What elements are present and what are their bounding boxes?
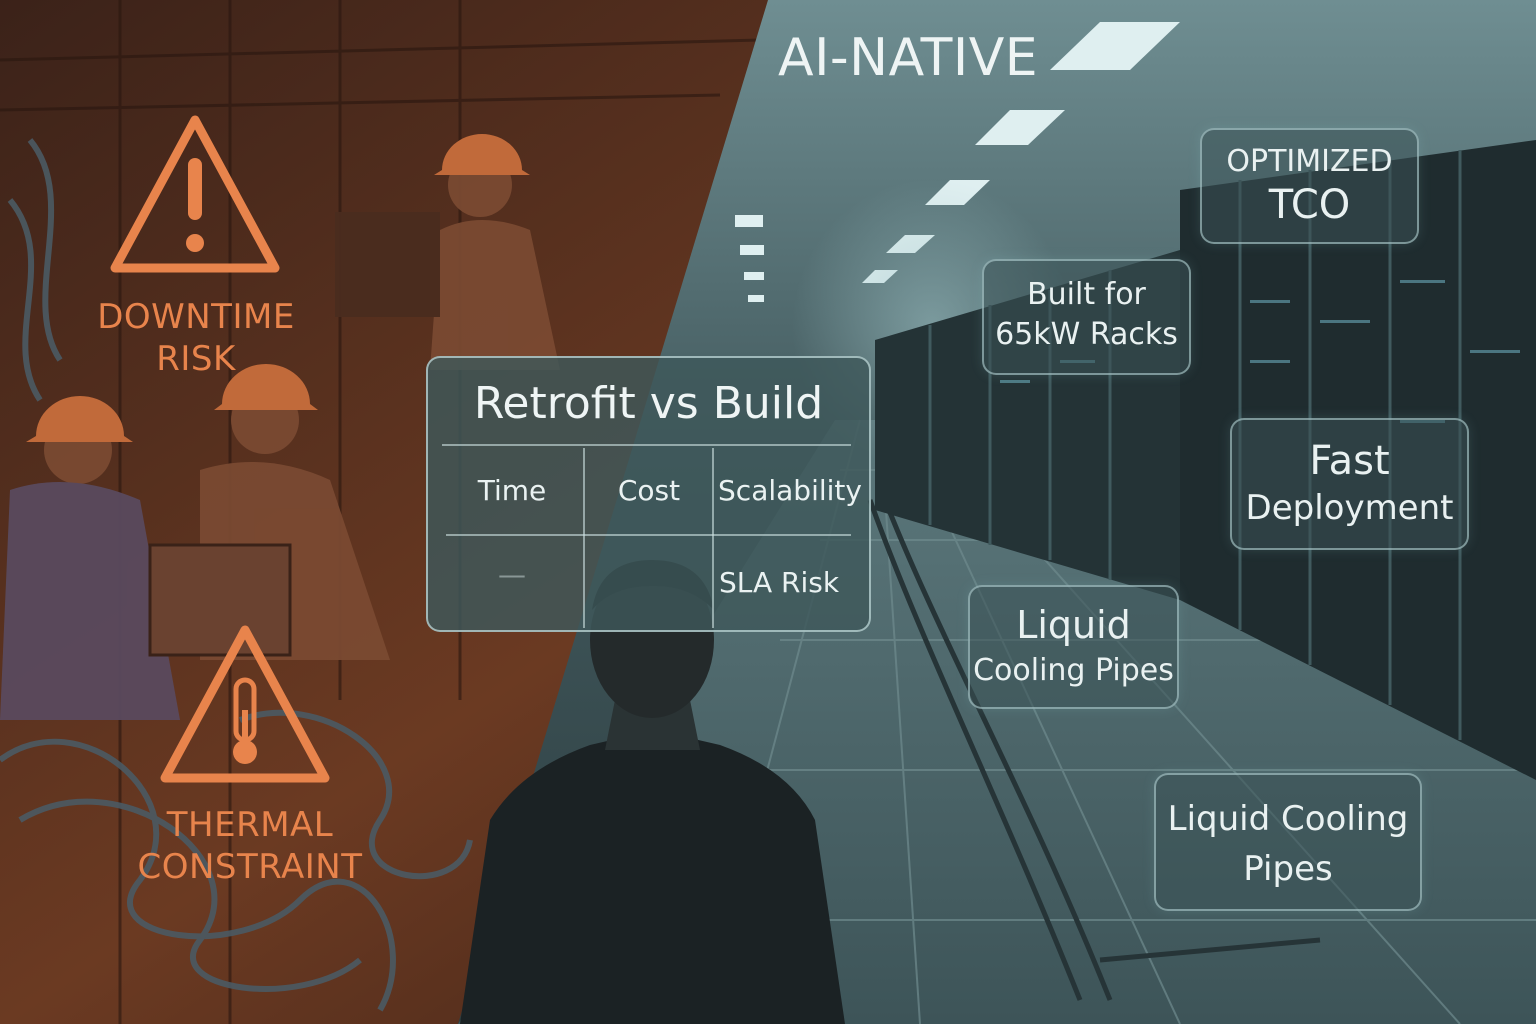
fast-line1: Fast xyxy=(1309,438,1390,484)
table-col-divider-2 xyxy=(712,448,714,628)
downtime-risk-label: DOWNTIME RISK xyxy=(96,296,296,380)
tco-line2: TCO xyxy=(1268,182,1351,228)
racks-line2: 65kW Racks xyxy=(995,317,1178,352)
table-divider-mid xyxy=(446,534,851,536)
downtime-line2: RISK xyxy=(156,339,236,379)
panel-liquid-cooling-2: Liquid Cooling Pipes xyxy=(1154,773,1422,911)
cell-time-value: — xyxy=(498,558,526,591)
panel-65kw-racks: Built for 65kW Racks xyxy=(982,259,1191,375)
liquid2-line1: Liquid Cooling xyxy=(1167,799,1409,839)
panel-liquid-cooling-1: Liquid Cooling Pipes xyxy=(968,585,1179,709)
table-divider-top xyxy=(442,444,851,446)
downtime-warning-icon xyxy=(110,115,280,273)
thermal-line2: CONSTRAINT xyxy=(137,847,363,887)
table-col-divider-1 xyxy=(583,448,585,628)
thermal-warning-icon xyxy=(160,625,330,783)
header-time: Time xyxy=(477,474,547,507)
racks-line1: Built for xyxy=(1027,277,1146,312)
header-cost: Cost xyxy=(617,474,681,507)
liquid2-line2: Pipes xyxy=(1243,849,1333,889)
fast-line2: Deployment xyxy=(1245,488,1454,528)
comparison-table-card: Retrofit vs Build Time Cost Scalability … xyxy=(426,356,871,632)
panel-optimized-tco: OPTIMIZED TCO xyxy=(1200,128,1419,244)
ai-native-title: AI-NATIVE xyxy=(778,28,1039,88)
liquid1-line2: Cooling Pipes xyxy=(973,653,1174,688)
thermal-constraint-label: THERMAL CONSTRAINT xyxy=(130,804,370,888)
downtime-line1: DOWNTIME xyxy=(97,297,295,337)
thermal-line1: THERMAL xyxy=(166,805,334,845)
panel-fast-deployment: Fast Deployment xyxy=(1230,418,1469,550)
comparison-title: Retrofit vs Build xyxy=(473,378,824,429)
header-scalability: Scalability xyxy=(718,474,862,507)
liquid1-line1: Liquid xyxy=(1016,603,1131,647)
cell-sla-risk: SLA Risk xyxy=(718,566,840,599)
tco-line1: OPTIMIZED xyxy=(1226,144,1393,179)
